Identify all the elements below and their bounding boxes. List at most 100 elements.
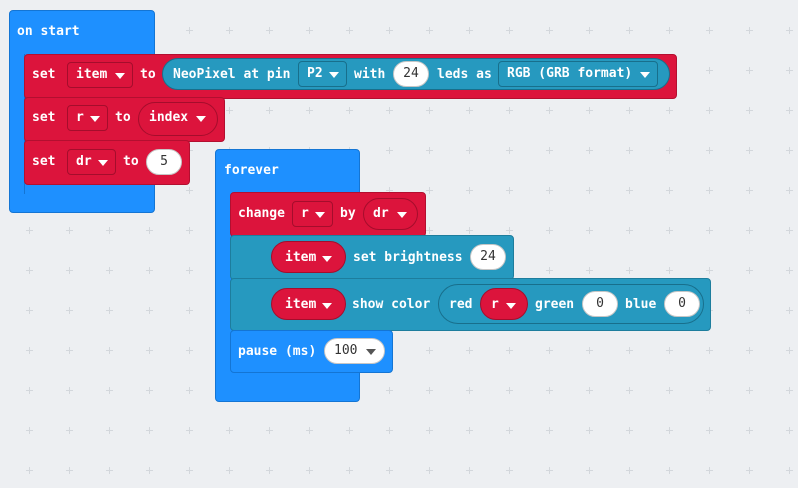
grid-marker [26,467,33,474]
grid-marker [106,347,113,354]
variable-dropdown-dr[interactable]: dr [67,149,116,175]
grid-marker [186,307,193,314]
grid-marker [626,107,633,114]
show-color-label: show color [352,297,431,312]
grid-marker [346,467,353,474]
grid-marker [706,387,713,394]
grid-marker [26,427,33,434]
index-label: index [149,110,189,125]
pin-dropdown[interactable]: P2 [298,61,347,87]
chevron-down-icon [90,116,100,122]
item-label: item [285,250,317,265]
grid-marker [626,467,633,474]
grid-marker [466,387,473,394]
grid-marker [786,147,793,154]
grid-marker [186,187,193,194]
grid-marker [586,227,593,234]
grid-marker [426,387,433,394]
by-label: by [340,206,356,221]
item-variable-reporter[interactable] [271,241,346,273]
grid-marker [26,347,33,354]
grid-marker [146,347,153,354]
grid-marker [746,267,753,274]
pause-label: pause (ms) [238,344,317,359]
grid-marker [666,347,673,354]
grid-marker [666,27,673,34]
grid-marker [786,107,793,114]
to-label: to [140,67,156,82]
variable-dropdown-item[interactable]: item [67,62,133,88]
grid-marker [386,107,393,114]
chevron-down-icon [115,73,125,79]
color-format-dropdown[interactable]: RGB (GRB format) [498,61,658,87]
grid-marker [186,27,193,34]
dr-reporter[interactable] [363,198,418,230]
grid-marker [666,267,673,274]
grid-marker [186,267,193,274]
grid-marker [266,427,273,434]
grid-marker [746,387,753,394]
grid-marker [106,307,113,314]
grid-marker [506,27,513,34]
r-variable-reporter[interactable] [480,288,528,320]
blue-label: blue [625,297,657,312]
grid-marker [786,347,793,354]
set-brightness-label: set brightness [353,250,463,265]
grid-marker [66,387,73,394]
grid-marker [786,427,793,434]
grid-marker [186,427,193,434]
variable-dropdown-r[interactable]: r [67,105,108,131]
grid-marker [506,187,513,194]
grid-marker [626,147,633,154]
neopixel-at-pin-label: NeoPixel at pin [173,67,291,82]
grid-marker [746,227,753,234]
with-label: with [354,67,386,82]
grid-marker [266,107,273,114]
grid-marker [586,267,593,274]
grid-marker [66,467,73,474]
grid-marker [626,347,633,354]
to-label: to [115,110,131,125]
pause-duration-dropdown[interactable]: 100 [324,338,385,364]
grid-marker [706,187,713,194]
chevron-down-icon [506,303,516,309]
grid-marker [106,267,113,274]
green-input[interactable]: 0 [582,291,618,317]
chevron-down-icon [322,256,332,262]
grid-marker [786,307,793,314]
grid-marker [706,347,713,354]
grid-marker [626,227,633,234]
grid-marker [146,267,153,274]
grid-marker [346,427,353,434]
grid-marker [106,387,113,394]
change-label: change [238,206,285,221]
grid-marker [626,187,633,194]
leds-count-input[interactable]: 24 [393,61,429,87]
blue-input[interactable]: 0 [664,291,700,317]
grid-marker [146,387,153,394]
grid-marker [666,107,673,114]
grid-marker [466,347,473,354]
grid-marker [786,187,793,194]
grid-marker [226,107,233,114]
grid-marker [106,427,113,434]
set-label: set [32,110,56,125]
grid-marker [506,427,513,434]
item-variable-reporter[interactable] [271,288,346,320]
brightness-input[interactable]: 24 [470,244,506,270]
grid-marker [786,27,793,34]
grid-marker [546,147,553,154]
grid-marker [746,187,753,194]
grid-marker [786,387,793,394]
grid-marker [626,387,633,394]
variable-dropdown-r[interactable]: r [292,201,333,227]
grid-marker [546,107,553,114]
grid-marker [626,427,633,434]
grid-marker [506,107,513,114]
grid-marker [426,347,433,354]
dr-value-input[interactable]: 5 [146,149,182,175]
grid-marker [66,227,73,234]
red-label: red [449,297,473,312]
grid-marker [426,147,433,154]
grid-marker [66,347,73,354]
